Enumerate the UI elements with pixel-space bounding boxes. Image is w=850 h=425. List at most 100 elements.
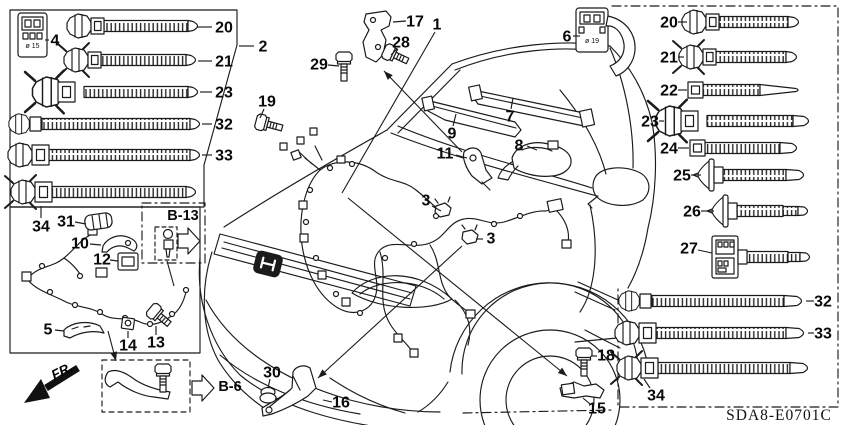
nut-14 (120, 316, 136, 331)
honda-emblem (253, 250, 283, 278)
bolt-28 (381, 43, 410, 65)
part-callout-25: 25 (673, 168, 691, 185)
part-callout-17: 17 (406, 14, 424, 31)
part-callout-22: 22 (660, 83, 678, 100)
part-callout-7: 7 (506, 109, 515, 126)
part-callout-34: 34 (647, 388, 665, 405)
cable-tie-part (689, 139, 798, 157)
part-callout-21: 21 (215, 54, 233, 71)
part-callout-20: 20 (215, 20, 233, 37)
part-callout-20: 20 (660, 15, 678, 32)
part-callout-33: 33 (215, 148, 233, 165)
part-callout-16: 16 (332, 395, 350, 412)
part-callout-27: 27 (680, 241, 698, 258)
fr-arrow-icon (24, 365, 80, 403)
cable-tie-part (614, 320, 805, 346)
part-callout-33: 33 (814, 326, 832, 343)
part-callout-13: 13 (147, 335, 165, 352)
cable-tie-part (7, 142, 201, 168)
connector-6 (575, 7, 636, 77)
part-callout-11: 11 (437, 146, 454, 163)
part-callout-28: 28 (392, 35, 410, 52)
part-callout-5: 5 (44, 322, 53, 339)
leader-arrows (107, 31, 568, 379)
b6-arrow-icon (191, 374, 215, 402)
front-direction-label: FR. (49, 359, 75, 382)
bracket-10 (101, 235, 138, 253)
part-callout-30: 30 (263, 365, 281, 382)
bracket-parts (17, 7, 636, 417)
part-callout-23: 23 (641, 114, 659, 131)
ref-arrows (177, 227, 215, 402)
clip-31 (84, 212, 113, 231)
cable-ties (4, 9, 811, 386)
cable-tie-part (4, 174, 197, 210)
b13-inner-box (154, 226, 178, 261)
cable-tie-part (705, 194, 809, 228)
bracket-8 (511, 142, 572, 177)
cable-tie-part (57, 42, 197, 78)
sub-harness (21, 226, 190, 328)
part-callout-23: 23 (215, 85, 233, 102)
connector-3a (434, 196, 452, 218)
part-callout-2: 2 (259, 39, 268, 56)
connector-4 (17, 12, 48, 58)
b6-label: B-6 (218, 379, 241, 395)
bolt-b6 (154, 363, 172, 393)
part-callout-3: 3 (422, 193, 431, 210)
bolt-19 (253, 113, 284, 132)
part-callout-26: 26 (683, 204, 701, 221)
cable-tie-part (610, 350, 809, 386)
part-callout-19: 19 (258, 94, 276, 111)
cable-tie-part (672, 39, 798, 75)
part-callout-1: 1 (433, 17, 442, 34)
part-callout-9: 9 (448, 126, 457, 143)
tube-6 (605, 15, 636, 77)
cable-tie-part (646, 98, 810, 144)
cable-tie-part (691, 158, 805, 192)
connector-6-size: ø 19 (585, 38, 599, 45)
part-callout-6: 6 (563, 29, 572, 46)
connector-3b (461, 224, 479, 245)
cable-tie-part (66, 13, 199, 39)
cable-tie-part (8, 113, 201, 135)
part-callout-21: 21 (660, 50, 678, 67)
b13-ref-box (141, 202, 206, 264)
part-callout-8: 8 (515, 138, 524, 155)
part-callout-24: 24 (660, 141, 678, 158)
b13-label: B-13 (167, 208, 198, 224)
cable-tie-part (681, 9, 800, 35)
part-callout-32: 32 (814, 294, 832, 311)
cover-5 (63, 321, 105, 339)
part-callout-15: 15 (588, 401, 606, 418)
connector-4-size: ø 15 (25, 43, 39, 50)
part-callout-4: 4 (51, 33, 60, 50)
left-subharness-box (9, 206, 201, 354)
part-callout-18: 18 (597, 348, 615, 365)
b13-sensor (162, 228, 174, 258)
part-callout-3: 3 (487, 231, 496, 248)
cable-tie-part (618, 290, 803, 312)
part-callout-12: 12 (93, 252, 111, 269)
part-callout-29: 29 (310, 57, 328, 74)
bolts (145, 43, 593, 393)
bolt-18 (575, 347, 593, 377)
engine-wire-harness (279, 127, 572, 358)
part-callout-14: 14 (119, 338, 137, 355)
cable-tie-part (711, 235, 811, 279)
cable-tie-part (23, 69, 199, 115)
b6-bracket (104, 369, 171, 400)
cable-tie-part (687, 81, 799, 99)
bolt-29 (335, 51, 353, 82)
part-callout-10: 10 (71, 236, 89, 253)
part-callout-32: 32 (215, 117, 233, 134)
grommet-30 (259, 386, 277, 404)
bolt-13 (145, 302, 172, 327)
b6-ref-box (101, 359, 191, 413)
diagram-code: SDA8-E0701C (726, 407, 832, 424)
part-callout-34: 34 (32, 219, 50, 236)
bracket-9 (427, 100, 522, 138)
